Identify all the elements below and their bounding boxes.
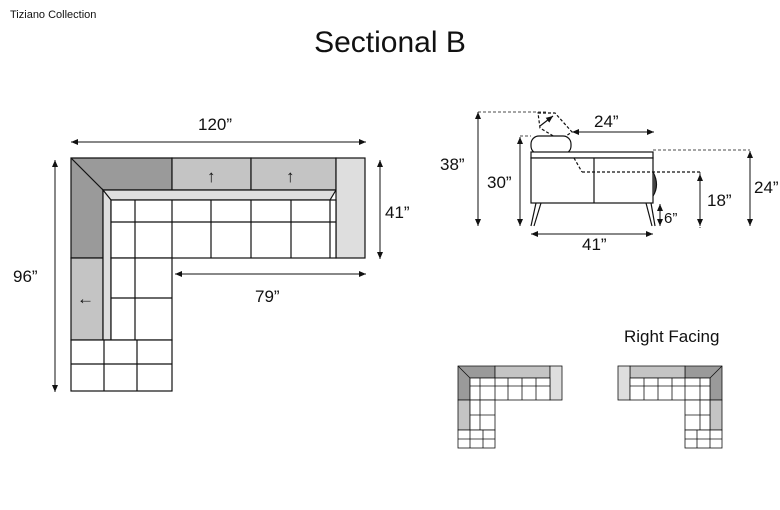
arrow-up-icon: ↑ <box>207 167 216 186</box>
side-back-cushion <box>70 257 104 341</box>
leg-height-label: 6” <box>664 210 677 227</box>
arrow-up-icon-2: ↑ <box>286 167 295 186</box>
side-dimensions <box>475 112 753 237</box>
orientation-label: Right Facing <box>624 327 719 346</box>
collection-name: Tiziano Collection <box>10 9 97 21</box>
page-title: Sectional B <box>314 26 466 59</box>
left-facing-thumbnail <box>457 365 563 449</box>
arm-height-label: 24” <box>754 178 779 197</box>
width-label: 120” <box>198 115 232 134</box>
depth-label: 41” <box>385 203 410 222</box>
plan-dimensions <box>52 139 383 392</box>
back-cushion-2 <box>250 157 337 191</box>
arrow-left-icon: ← <box>77 289 94 308</box>
right-facing-thumbnail <box>617 365 723 449</box>
right-arm <box>335 157 366 259</box>
side-view <box>530 112 700 227</box>
height-left-label: 96” <box>13 267 38 286</box>
chaise-width-label: 79” <box>255 287 280 306</box>
headrest-depth-label: 24” <box>594 112 619 131</box>
seat-height-label: 18” <box>707 191 732 210</box>
overall-height-label: 38” <box>440 155 465 174</box>
back-height-label: 30” <box>487 173 512 192</box>
side-depth-label: 41” <box>582 235 607 254</box>
plan-view <box>70 157 366 392</box>
